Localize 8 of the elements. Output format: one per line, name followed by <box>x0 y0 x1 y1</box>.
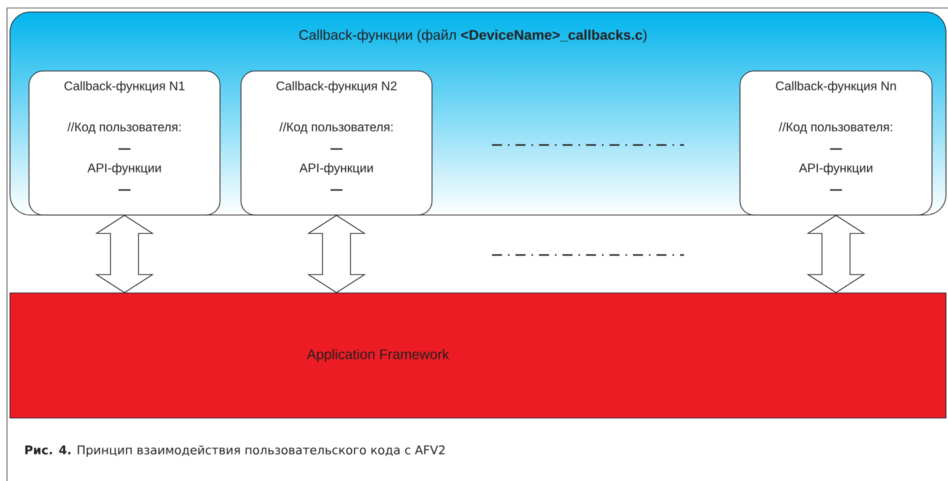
framework-band: Application Framework <box>10 292 946 418</box>
double-arrow <box>806 214 866 294</box>
callback-box: Callback-функция N2 //Код пользователя: API-функции <box>240 70 432 216</box>
caption: Рис. 4. Принцип взаимодействия пользовательского кода с AFV2 <box>25 445 445 457</box>
callback-box: Callback-функция Nn //Код пользователя: API-функции <box>740 70 932 216</box>
double-arrow <box>307 214 366 294</box>
double-arrow <box>95 214 154 294</box>
callback-box: Callback-функция N1 //Код пользователя: API-функции <box>28 70 220 216</box>
